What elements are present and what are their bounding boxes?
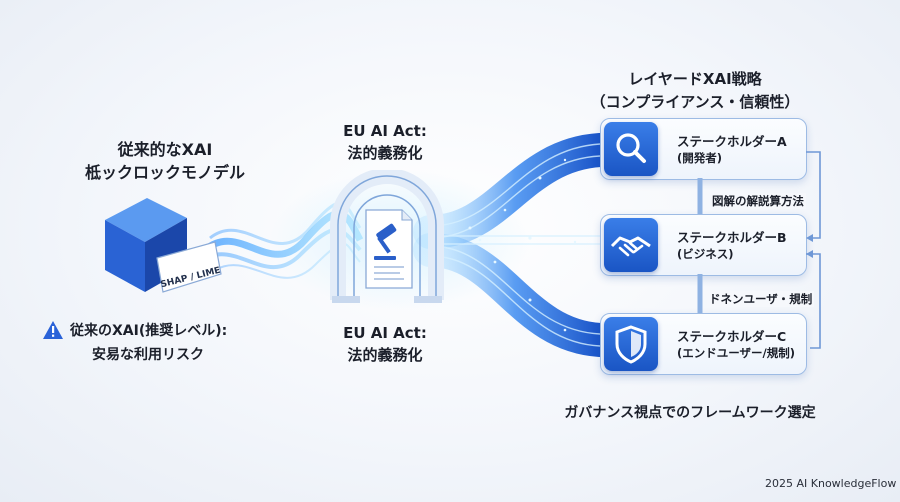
stakeholder-b-title: ステークホルダーB: [677, 230, 787, 245]
card-connectors: [697, 151, 821, 349]
credit-text: 2025 AI KnowledgeFlow: [765, 477, 897, 490]
eu-act-bottom-line1: EU AI Act:: [343, 324, 427, 342]
right-title: レイヤードXAI戦略 （コンプライアンス・信頼性）: [575, 68, 815, 114]
eu-act-bottom-line2: 法的義務化: [347, 346, 423, 364]
stakeholder-c-title: ステークホルダーC: [677, 329, 787, 344]
particles: [468, 158, 577, 332]
right-title-line1: レイヤードXAI戦略: [628, 70, 762, 88]
warning-line1: 従来のXAI(推奨レベル):: [70, 323, 228, 339]
warning-triangle-icon: [43, 321, 63, 339]
magnifier-icon: [604, 122, 658, 176]
stream-highlights: [429, 143, 601, 347]
connector-label-top: 図解の解説算方法: [710, 193, 806, 209]
left-title-line2: 柢ックロックモノデル: [84, 163, 245, 182]
eu-act-top: EU AI Act: 法的義務化: [320, 120, 450, 164]
left-title: 従来的なXAI 柢ックロックモノデル: [70, 138, 260, 184]
handshake-icon: [604, 218, 658, 272]
left-title-line1: 従来的なXAI: [117, 140, 213, 159]
stakeholder-card-b: ステークホルダーB (ビジネス): [600, 214, 807, 276]
stakeholder-c-sub: (エンドユーザー/規制): [677, 346, 795, 360]
right-title-line2: （コンプライアンス・信頼性）: [590, 93, 800, 111]
branch-streams: [413, 133, 617, 357]
stakeholder-a-title: ステークホルダーA: [677, 134, 787, 149]
connector-label-bottom: ドネンユーザ・規制: [707, 291, 815, 307]
stakeholder-card-c: ステークホルダーC (エンドユーザー/規制): [600, 313, 807, 375]
eu-act-bottom: EU AI Act: 法的義務化: [320, 322, 450, 366]
eu-act-top-line2: 法的義務化: [347, 144, 423, 162]
stakeholder-a-sub: (開発者): [677, 151, 723, 165]
black-box-cube-icon: [105, 198, 222, 293]
eu-act-top-line1: EU AI Act:: [343, 122, 427, 140]
stakeholder-b-sub: (ビジネス): [677, 247, 734, 261]
gavel-document-icon: [330, 170, 444, 303]
warning-line2: 安易な利用リスク: [92, 347, 204, 363]
footer-caption: ガバナンス視点でのフレームワーク選定: [564, 405, 816, 421]
stakeholder-card-a: ステークホルダーA (開発者): [600, 118, 807, 180]
shield-icon: [604, 317, 658, 371]
